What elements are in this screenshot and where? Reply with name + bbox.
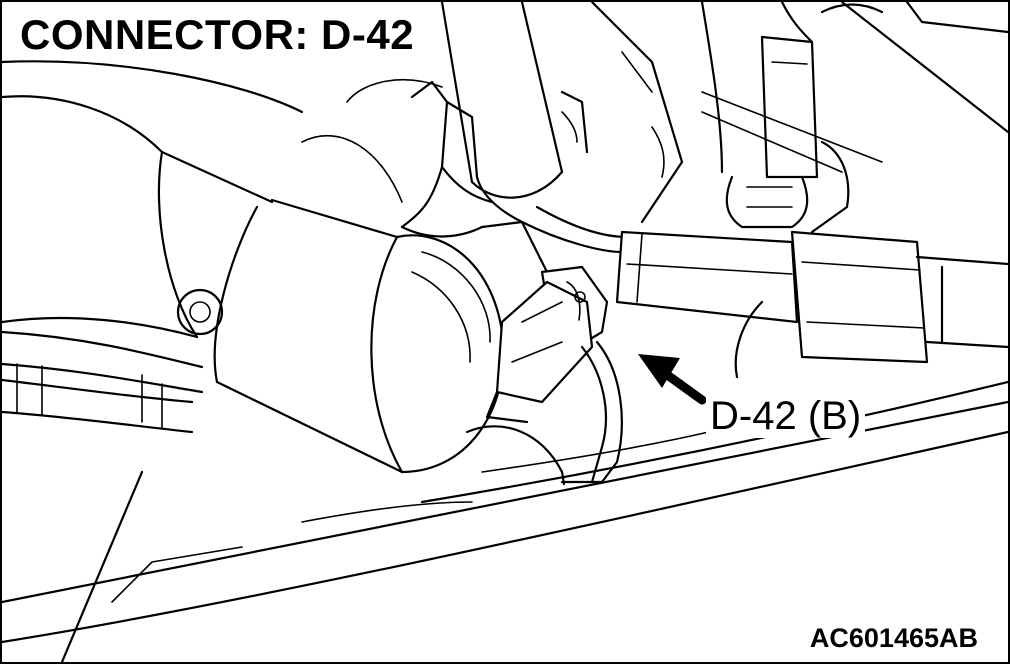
connector-title: CONNECTOR: D-42 <box>18 11 421 61</box>
figure-code: AC601465AB <box>807 623 980 654</box>
mounting-bracket <box>400 2 589 304</box>
sensor-boss <box>213 198 505 474</box>
callout-arrow <box>638 354 707 405</box>
upper-wiring <box>590 2 1008 234</box>
right-harness <box>520 205 1008 379</box>
left-harness-pipe <box>2 330 204 434</box>
transmission-case <box>2 60 443 339</box>
body-panel-lines <box>2 380 1008 662</box>
connector-callout-label: D-42 (B) <box>706 394 866 438</box>
connector-d42 <box>465 265 623 486</box>
